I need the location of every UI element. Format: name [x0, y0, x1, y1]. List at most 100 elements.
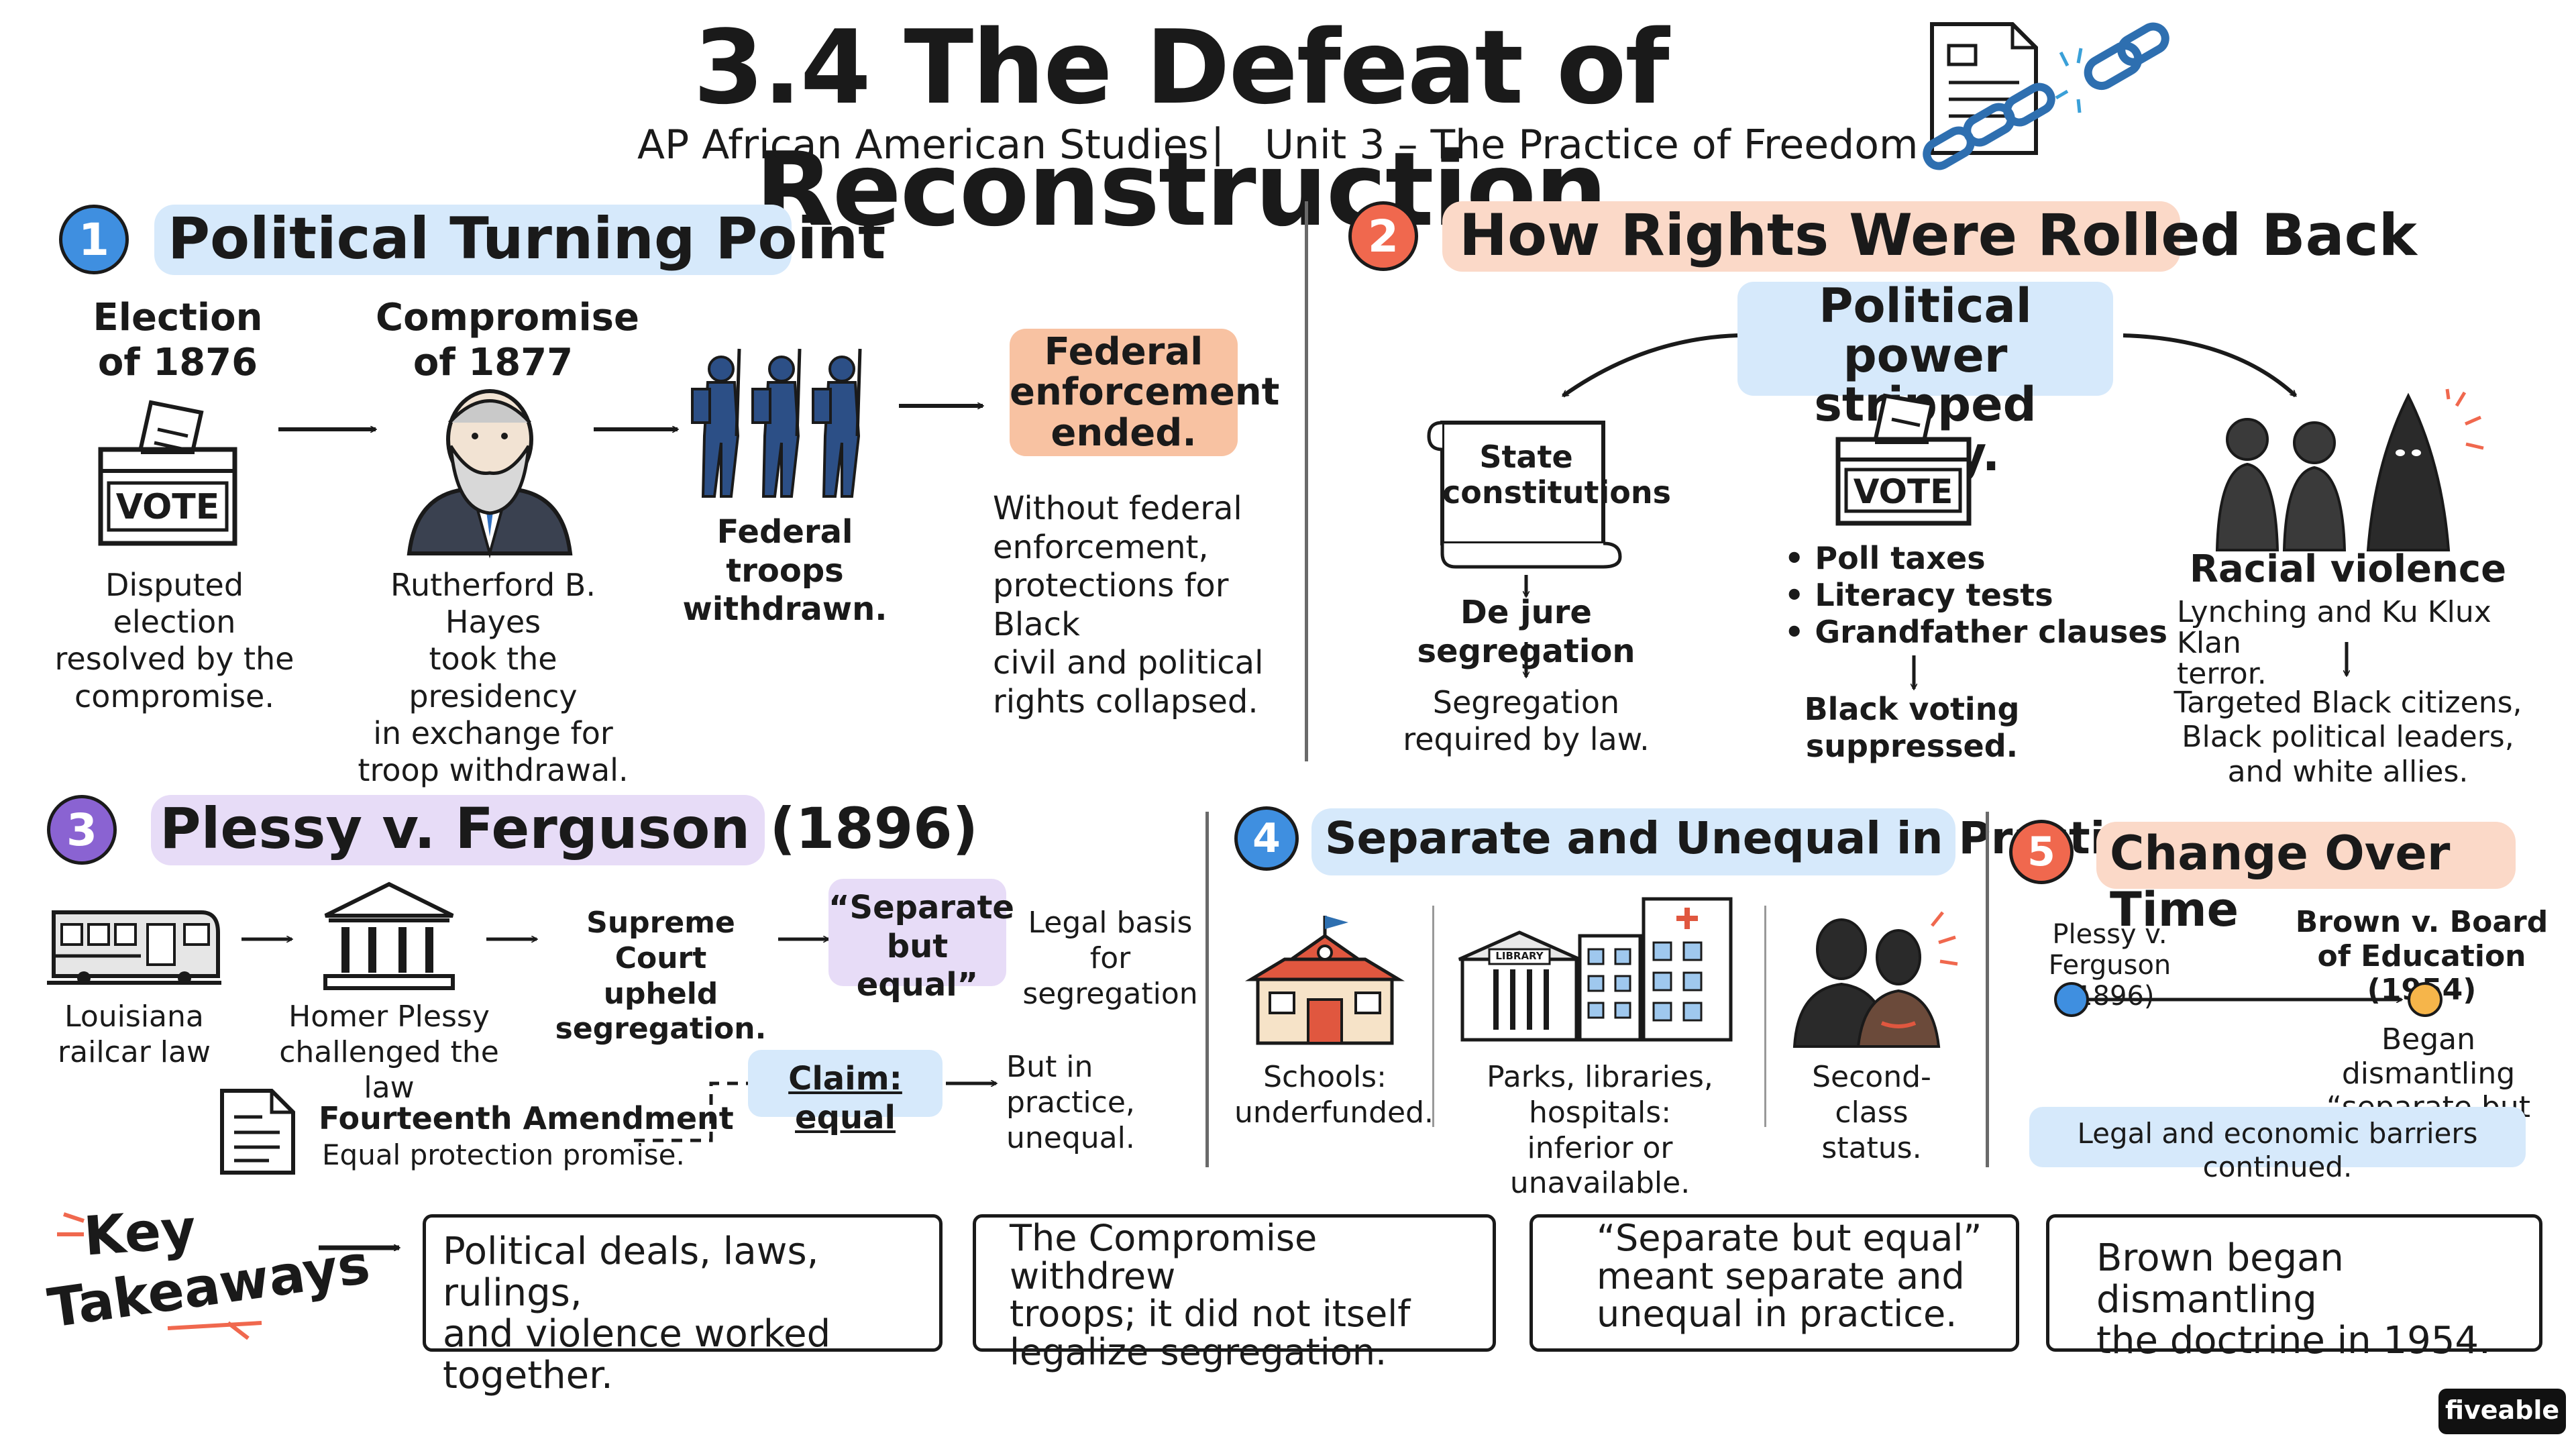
amendment-title: Fourteenth Amendment — [319, 1100, 734, 1136]
takeaway-card-2 — [973, 1214, 1496, 1352]
arrow-5 — [486, 932, 543, 946]
timeline-plessy: Plessy v. Ferguson (1896) — [2048, 919, 2171, 1012]
federal-desc: Without federal enforcement, protections… — [993, 490, 1264, 720]
barriers-box — [2029, 1107, 2526, 1167]
restriction-item: • Poll taxes — [1784, 540, 1986, 576]
restriction-item: • Literacy tests — [1784, 577, 2053, 613]
dashed-connector — [634, 1081, 751, 1142]
scroll-label: State constitutions — [1442, 439, 1671, 511]
section3-title: Plessy v. Ferguson (1896) — [160, 796, 979, 861]
library-sign: LIBRARY — [1495, 950, 1544, 962]
timeline-dot-1896 — [2054, 982, 2089, 1017]
brand-logo: fiveable — [2445, 1395, 2560, 1425]
branch-arrow-right — [2123, 333, 2298, 398]
ballot-box-icon — [98, 400, 237, 546]
hayes-portrait-icon — [407, 389, 573, 559]
scroll-icon — [1427, 421, 1622, 569]
sbe-box — [828, 879, 1006, 986]
troops-label: Federal troops withdrawn. — [682, 513, 888, 629]
section2-title: How Rights Were Rolled Back — [1459, 202, 2417, 269]
section3-highlight — [151, 795, 765, 865]
legal-label: Legal basis for segregation — [1022, 906, 1198, 1011]
brand-badge — [2438, 1389, 2566, 1434]
ballot-box-icon-2 — [1835, 393, 1972, 526]
arrow-3 — [899, 399, 989, 413]
plessy-label: Homer Plessy challenged the law — [279, 1000, 499, 1105]
course-name: AP African American Studies — [637, 121, 1209, 168]
arrow-down-1 — [1519, 575, 1533, 600]
parks-label: Parks, libraries, hospitals: inferior or… — [1487, 1060, 1713, 1201]
divider-top — [1305, 201, 1308, 761]
violence-desc: Targeted Black citizens, Black political… — [2174, 686, 2522, 789]
section1-title: Political Turning Point — [168, 205, 886, 272]
arrow-7 — [946, 1077, 1003, 1090]
segregation-desc: Segregation required by law. — [1403, 684, 1650, 758]
takeaway-underline — [167, 1321, 262, 1340]
takeaway-text-2: The Compromise withdrew troops; it did n… — [1010, 1217, 1411, 1374]
section4-badge: 4 — [1234, 806, 1299, 871]
federal-box — [1010, 329, 1238, 456]
section5-highlight — [2096, 822, 2516, 889]
arrow-4 — [241, 932, 299, 946]
compromise-desc: Rutherford B. Hayes took the presidency … — [358, 567, 629, 788]
election-desc: Disputed election resolved by the compro… — [54, 567, 294, 714]
takeaway-text-1: Political deals, laws, rulings, and viol… — [443, 1230, 831, 1397]
section2-highlight — [1442, 201, 2180, 272]
document-chain-icon — [1923, 22, 2169, 170]
arrow-down-4 — [2340, 642, 2353, 681]
election-title: Election of 1876 — [93, 296, 263, 385]
arrow-1 — [278, 423, 382, 436]
section1-highlight — [154, 205, 792, 275]
takeaway-card-3 — [1529, 1214, 2019, 1352]
practice-label: But in practice, unequal. — [1006, 1050, 1135, 1155]
takeaway-sparks — [57, 1212, 85, 1236]
section5-title: Change Over Time — [2110, 826, 2451, 937]
compromise-title: Compromise of 1877 — [376, 296, 639, 385]
section2-badge: 2 — [1348, 201, 1418, 271]
vote-label-2: VOTE — [1853, 472, 1953, 511]
arrow-down-3 — [1907, 655, 1921, 694]
amendment-sub: Equal protection promise. — [322, 1138, 685, 1171]
takeaway-text-4: Brown began dismantling the doctrine in … — [2096, 1236, 2491, 1363]
railcar-icon — [47, 910, 221, 985]
violence-sub: Lynching and Ku Klux Klan terror. — [2177, 595, 2491, 692]
political-power-box — [1737, 282, 2113, 396]
takeaway-arrow — [319, 1238, 406, 1258]
arrow-down-2 — [1519, 642, 1533, 681]
section1-badge: 1 — [59, 205, 129, 274]
claim-text: Claim: equal — [788, 1060, 902, 1136]
divider-mid-1 — [1205, 812, 1209, 1167]
section4-highlight — [1311, 808, 1955, 875]
divider-s4-a — [1432, 906, 1434, 1127]
buildings-icon — [1458, 897, 1733, 1042]
sbe-text: “Separate but equal” — [828, 889, 1014, 1004]
claim-box — [748, 1050, 943, 1117]
court-label: Supreme Court upheld segregation. — [555, 906, 767, 1046]
arrow-6 — [778, 932, 835, 946]
takeaway-card-4 — [2046, 1214, 2542, 1352]
courthouse-icon — [323, 881, 455, 990]
violence-title: Racial violence — [2189, 547, 2507, 591]
soldiers-icon — [691, 348, 862, 498]
school-icon — [1244, 916, 1405, 1045]
federal-box-text: Federal enforcement ended. — [1010, 330, 1280, 455]
header-divider: | — [1211, 120, 1225, 167]
unit-name: Unit 3 – The Practice of Freedom — [1265, 121, 1919, 168]
railcar-label: Louisiana railcar law — [58, 1000, 211, 1069]
divider-s4-b — [1764, 906, 1766, 1127]
divider-mid-2 — [1986, 812, 1989, 1167]
document-icon — [220, 1089, 295, 1175]
people-icon — [1792, 911, 1958, 1048]
takeaway-card-1 — [423, 1214, 943, 1352]
klan-figures-icon — [2215, 388, 2484, 551]
arrow-2 — [594, 423, 684, 436]
status-label: Second-class status. — [1812, 1060, 1931, 1165]
branch-arrow-left — [1556, 333, 1738, 398]
section5-badge: 5 — [2009, 820, 2074, 884]
timeline-dot-1954 — [2408, 982, 2443, 1017]
vote-label-1: VOTE — [115, 487, 220, 527]
section3-badge: 3 — [47, 795, 117, 865]
restriction-item: • Grandfather clauses — [1784, 614, 2168, 650]
barriers-text: Legal and economic barriers continued. — [2077, 1117, 2478, 1184]
voting-desc: Black voting suppressed. — [1804, 691, 2020, 765]
